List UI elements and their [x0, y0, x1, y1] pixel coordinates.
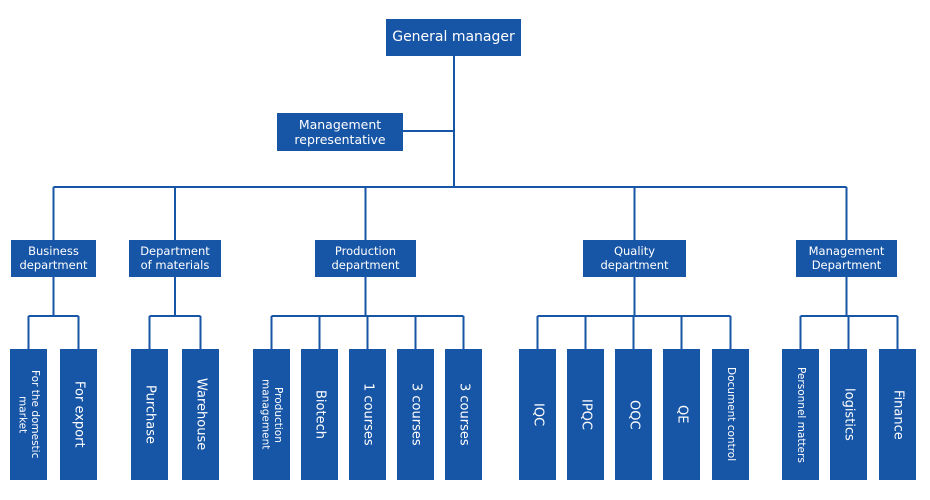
leaf-label: For the domestic market [16, 370, 42, 459]
general-manager-box: General manager [386, 19, 521, 56]
leaf-box-management: logistics [830, 349, 867, 480]
leaf-label: Finance [890, 389, 906, 440]
leaf-label: Biotech [312, 390, 328, 439]
leaf-label: IPQC [578, 399, 594, 430]
business-department-label: Business department [19, 243, 88, 272]
management-representative-box: Management representative [277, 113, 403, 151]
leaf-box-business: For the domestic market [10, 349, 47, 480]
production-department-box: Production department [315, 240, 416, 277]
leaf-label: 1 courses [360, 383, 376, 446]
leaf-label: 3 courses [408, 383, 424, 446]
leaf-box-production: Biotech [301, 349, 338, 480]
leaf-box-management: Personnel matters [782, 349, 819, 480]
leaf-box-quality: QE [663, 349, 700, 480]
general-manager-label: General manager [392, 29, 515, 46]
business-department-box: Business department [11, 240, 96, 277]
leaf-label: For export [71, 381, 87, 448]
management-representative-label: Management representative [294, 117, 386, 147]
leaf-label: Personnel matters [794, 366, 807, 463]
leaf-box-quality: IPQC [567, 349, 604, 480]
leaf-label: IQC [530, 402, 546, 427]
leaf-box-quality: IQC [519, 349, 556, 480]
leaf-box-production: Production management [253, 349, 290, 480]
leaf-label: logistics [841, 388, 857, 441]
leaf-label: Warehouse [193, 378, 209, 451]
materials-department-label: Department of materials [140, 243, 210, 272]
leaf-box-production: 3 courses [445, 349, 482, 480]
leaf-box-quality: Document control [712, 349, 749, 480]
leaf-box-production: 1 courses [349, 349, 386, 480]
leaf-label: Document control [724, 367, 737, 462]
management-department-box: Management Department [796, 240, 897, 277]
leaf-label: Purchase [142, 384, 158, 445]
leaf-label: OQC [626, 399, 642, 430]
leaf-box-management: Finance [879, 349, 916, 480]
quality-department-box: Quality department [583, 240, 686, 277]
leaf-label: Production management [259, 379, 285, 450]
leaf-box-business: For export [60, 349, 97, 480]
management-department-label: Management Department [808, 243, 885, 272]
production-department-label: Production department [331, 243, 400, 272]
leaf-box-materials: Purchase [131, 349, 168, 480]
leaf-label: 3 courses [456, 383, 472, 446]
quality-department-label: Quality department [600, 243, 669, 272]
leaf-box-production: 3 courses [397, 349, 434, 480]
leaf-box-quality: OQC [615, 349, 652, 480]
leaf-box-materials: Warehouse [182, 349, 219, 480]
leaf-label: QE [674, 405, 690, 424]
materials-department-box: Department of materials [129, 240, 221, 277]
